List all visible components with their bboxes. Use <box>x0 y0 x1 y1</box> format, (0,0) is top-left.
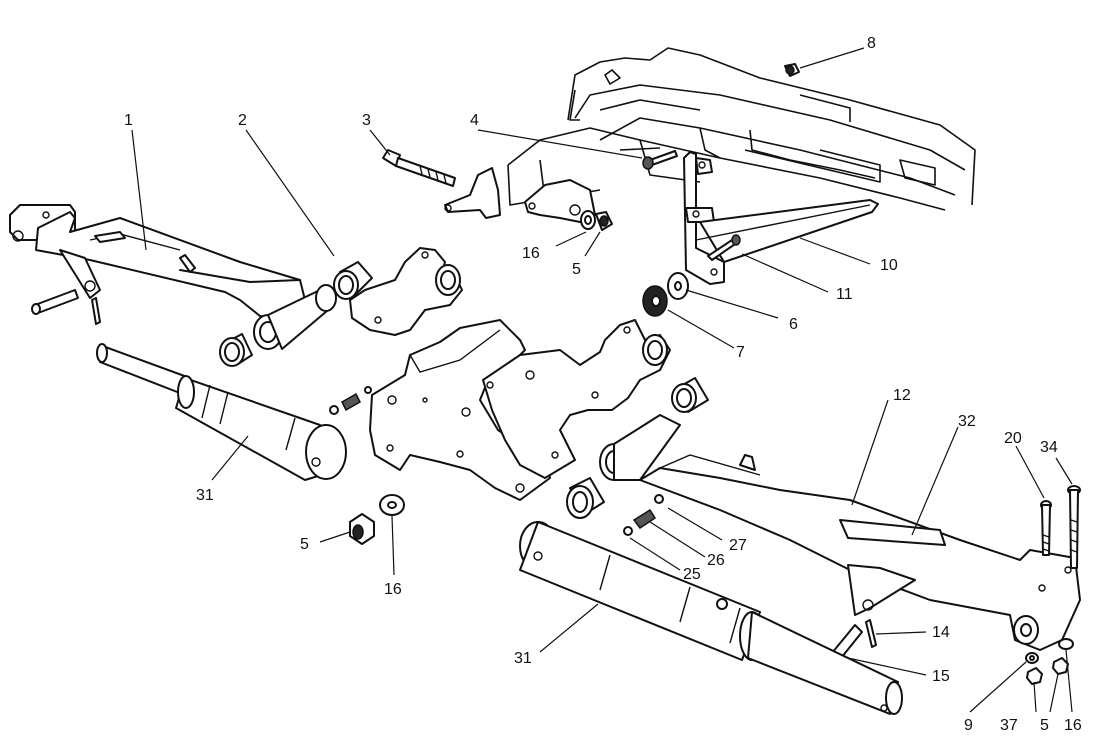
callout-10: 10 <box>880 257 898 274</box>
callout-20: 20 <box>1004 430 1022 447</box>
nut-37 <box>1026 667 1043 685</box>
bolt-11 <box>707 234 741 261</box>
callout-7: 7 <box>736 344 745 361</box>
washer-16-right <box>1058 638 1074 650</box>
callout-5-left: 5 <box>300 536 309 553</box>
callout-16-upper: 16 <box>522 245 540 262</box>
callout-9: 9 <box>964 717 973 734</box>
bushing-upper-right <box>671 377 709 413</box>
callout-37: 37 <box>1000 717 1018 734</box>
lower-pivot-bracket <box>482 319 671 479</box>
callout-5-right: 5 <box>1040 717 1049 734</box>
bushing-2-lower <box>219 333 253 367</box>
bolt-3 <box>382 149 456 187</box>
callout-31-lower: 31 <box>514 650 532 667</box>
callout-14: 14 <box>932 624 950 641</box>
callout-16-left: 16 <box>384 581 402 598</box>
upper-pivot-bracket <box>349 247 463 336</box>
nut-8 <box>784 63 800 77</box>
callout-15: 15 <box>932 668 950 685</box>
callout-25: 25 <box>683 566 701 583</box>
cotter-14 <box>865 619 877 648</box>
washer-7 <box>642 285 668 317</box>
callout-27: 27 <box>729 537 747 554</box>
bolt-4 <box>642 150 678 170</box>
bolt-34 <box>1067 485 1081 569</box>
grease-fitting-left <box>329 386 372 415</box>
callout-2: 2 <box>238 112 247 129</box>
callout-34: 34 <box>1040 439 1058 456</box>
leader-lines <box>131 47 1073 713</box>
grease-fitting-right <box>623 494 664 536</box>
washer-6 <box>667 272 689 300</box>
callout-12: 12 <box>893 387 911 404</box>
callout-labels: 1 2 3 4 8 16 5 10 11 6 7 12 32 20 34 31 … <box>124 35 1082 734</box>
callout-31-upper: 31 <box>196 487 214 504</box>
bolt-20 <box>1040 500 1052 556</box>
vehicle-frame <box>507 47 976 211</box>
nut-5-lower <box>349 513 375 545</box>
bushing-lower-right <box>566 477 605 519</box>
bushing-2-upper <box>333 261 373 300</box>
washer-9 <box>1025 652 1039 664</box>
callout-3: 3 <box>362 112 371 129</box>
callout-26: 26 <box>707 552 725 569</box>
callout-16-right: 16 <box>1064 717 1082 734</box>
cylinder-31-upper <box>96 343 347 481</box>
nut-5-right <box>1052 657 1069 675</box>
frame-mount-clamp <box>444 167 596 223</box>
washer-16-lower <box>379 494 405 516</box>
support-bracket <box>683 151 879 285</box>
callout-11: 11 <box>836 286 853 303</box>
callout-1: 1 <box>124 112 133 129</box>
right-arm-12 <box>599 414 1081 651</box>
upper-washer-nut <box>580 210 613 231</box>
callout-32: 32 <box>958 413 976 430</box>
callout-5-upper: 5 <box>572 261 581 278</box>
left-pin <box>31 289 101 325</box>
callout-8: 8 <box>867 35 876 52</box>
callout-4: 4 <box>470 112 479 129</box>
left-arm-1 <box>9 204 337 350</box>
callout-6: 6 <box>789 316 798 333</box>
